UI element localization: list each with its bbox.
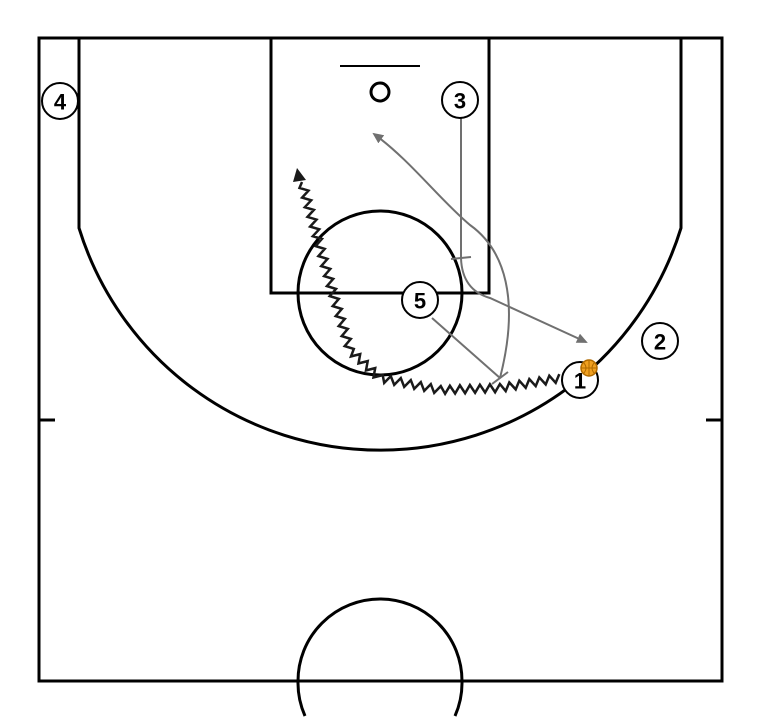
- dribble-arrowhead: [293, 168, 306, 182]
- screen-path-player-5: [431, 317, 501, 379]
- players: 4 3 5 2 1: [41, 81, 679, 399]
- screen-marker-player-3: [450, 256, 472, 260]
- center-circle: [296, 597, 464, 717]
- court-boundary: [37, 36, 724, 683]
- player-5-marker: [401, 281, 439, 319]
- player-4-label: 4: [54, 90, 67, 115]
- court-lines: [37, 36, 724, 717]
- player-5: 5: [401, 281, 439, 319]
- player-3: 3: [441, 81, 479, 119]
- player-4: 4: [41, 82, 79, 120]
- player-4-marker: [41, 82, 79, 120]
- player-2: 2: [641, 322, 679, 360]
- free-throw-lane: [269, 36, 491, 295]
- ball-seams: [581, 360, 597, 376]
- ball-icon: [580, 359, 598, 377]
- player-2-marker: [641, 322, 679, 360]
- player-2-label: 2: [654, 330, 666, 355]
- player-1-label: 1: [574, 369, 586, 394]
- cut-path-player-3: [460, 118, 588, 343]
- cut-path-player-5: [372, 132, 510, 379]
- action-lines: [293, 118, 588, 397]
- three-point-line: [77, 38, 683, 452]
- player-3-marker: [441, 81, 479, 119]
- player-3-label: 3: [454, 89, 466, 114]
- screen-marker-player-5: [491, 371, 509, 385]
- dribble-path-player-1: [297, 181, 561, 397]
- player-5-label: 5: [414, 289, 426, 314]
- basket-hoop: [369, 81, 391, 103]
